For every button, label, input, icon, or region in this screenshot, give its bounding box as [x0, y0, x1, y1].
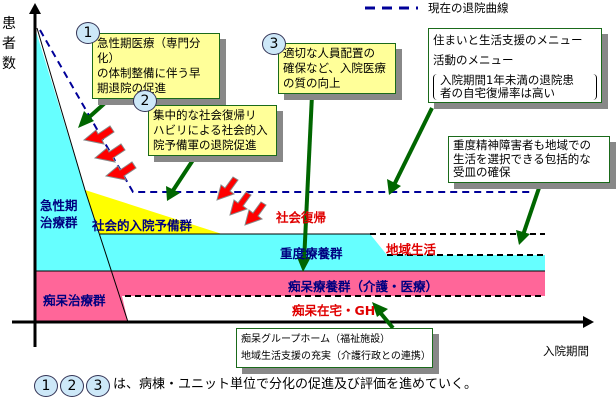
callout-3-line: の質の向上 — [283, 76, 341, 90]
callout-1-line: 期退院の促進 — [97, 81, 166, 95]
callout-2-line: ハビリによる社会的入 — [153, 123, 268, 137]
footer-number-3: 3 — [86, 375, 110, 397]
callout-3-line: 適切な人員配置の — [283, 46, 375, 60]
dementia-treat-label: 痴呆治療群 — [43, 293, 106, 308]
severe-line: 生活を選択できる包括的な — [453, 151, 591, 166]
red-arrows — [82, 125, 267, 226]
dementia-treat-region — [35, 296, 128, 322]
y-axis-label: 患者数 — [2, 16, 16, 72]
support-line-2: 地域生活支援の充実（介護行政との連携） — [241, 351, 431, 362]
callout-1-number: 1 — [76, 22, 100, 44]
social-reserve-region — [85, 190, 222, 234]
callout-1-line: 急性期医療（専門分化） — [97, 36, 201, 65]
menu-line-2: 活動のメニュー — [433, 53, 514, 67]
callout-2: 集中的な社会復帰リ ハビリによる社会的入 院予備軍の退院促進 — [148, 105, 277, 156]
callout-2-number: 2 — [133, 90, 157, 112]
severe-line: 受皿の確保 — [453, 165, 511, 179]
callout-2-line: 院予備軍の退院促進 — [153, 138, 257, 152]
social-return-label: 社会復帰 — [276, 210, 327, 225]
acute-line: 急性期 — [40, 198, 78, 213]
current-discharge-curve — [39, 29, 530, 193]
callout-3-line: 確保など、入院医療 — [283, 61, 386, 75]
x-axis-label: 入院期間 — [543, 344, 589, 358]
callout-1-line: の体制整備に伴う早 — [97, 66, 201, 80]
acute-label: 急性期治療群 — [40, 197, 78, 231]
legend-label: 現在の退院曲線 — [428, 1, 509, 15]
severe-box: 重度精神障害者も地域での 生活を選択できる包括的な 受皿の確保 — [448, 136, 610, 183]
callout-2-line: 集中的な社会復帰リ — [153, 108, 257, 122]
social-reserve-label: 社会的入院予備群 — [92, 218, 193, 233]
footer-number-1: 1 — [34, 375, 58, 397]
severe-region — [35, 28, 545, 271]
acute-line: 治療群 — [40, 215, 78, 230]
menu-note-line: 入院期間1年未満の退院患 — [440, 73, 574, 87]
menu-note: 入院期間1年未満の退院患 者の自宅復帰率は高い — [433, 74, 597, 100]
menu-note-line: 者の自宅復帰率は高い — [440, 86, 555, 100]
callout-1: 急性期医療（専門分化） の体制整備に伴う早 期退院の促進 — [92, 33, 220, 99]
footer-text: は、病棟・ユニット単位で分化の促進及び評価を進めていく。 — [113, 377, 478, 392]
dementia-support-box: 痴呆グループホーム（福祉施設） 地域生活支援の充実（介護行政との連携） — [236, 328, 433, 368]
severe-line: 重度精神障害者も地域での — [453, 138, 591, 152]
dashed-boundaries — [125, 233, 545, 297]
community-label: 地域生活 — [386, 242, 437, 257]
menu-line-1: 住まいと生活支援のメニュー — [433, 33, 583, 47]
severe-label: 重度療養群 — [280, 246, 343, 261]
menu-box: 住まいと生活支援のメニュー 活動のメニュー 入院期間1年未満の退院患 者の自宅復… — [428, 28, 602, 103]
footer-number-2: 2 — [60, 375, 84, 397]
support-line-1: 痴呆グループホーム（福祉施設） — [241, 334, 391, 345]
dementia-home-label: 痴呆在宅・GH — [292, 303, 376, 318]
callout-3-number: 3 — [262, 33, 286, 55]
callout-3: 適切な人員配置の 確保など、入院医療 の質の向上 — [278, 43, 396, 94]
dementia-care-label: 痴呆療養群（介護・医療） — [288, 279, 439, 294]
dementia-care-region — [35, 271, 545, 296]
